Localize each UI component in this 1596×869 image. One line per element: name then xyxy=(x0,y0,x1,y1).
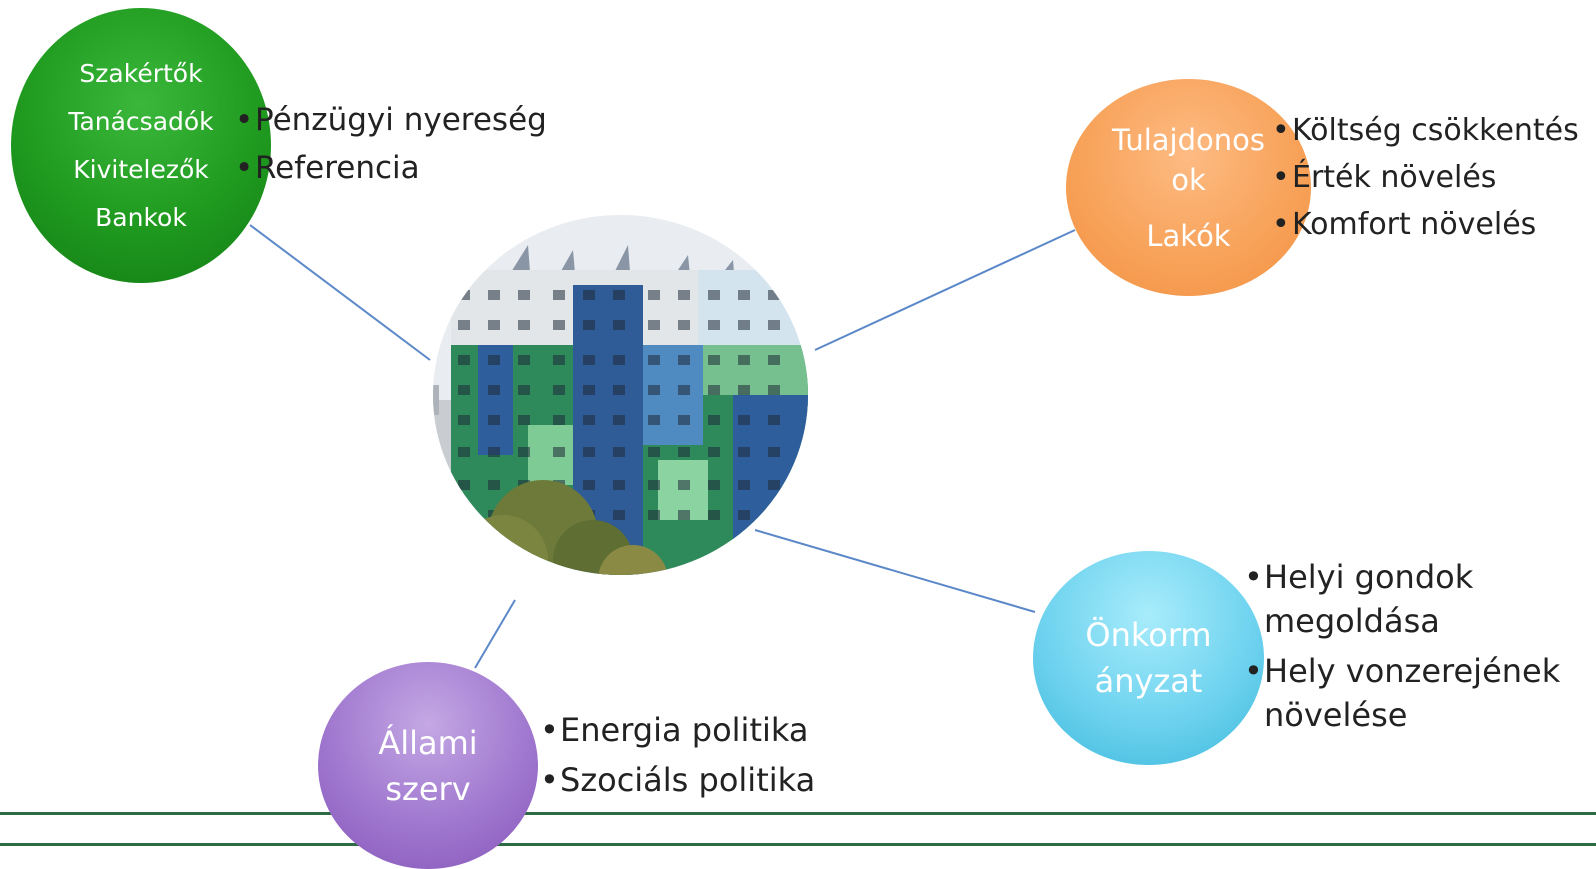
connector-experts xyxy=(249,224,431,361)
bubble-owners-line-2: ok xyxy=(1171,162,1206,197)
experts-bullet-list: Pénzügyi nyereség Referencia xyxy=(233,96,547,192)
owners-bullet-1: Költség csökkentés xyxy=(1270,107,1579,154)
bubble-experts-line-2: Tanácsadók xyxy=(68,106,214,136)
connector-state xyxy=(474,599,516,669)
bubble-experts-line-4: Bankok xyxy=(95,202,187,232)
bubble-municipality-line-2: ányzat xyxy=(1094,662,1203,700)
municipality-bullet-list: Helyi gondok megoldása Hely vonzerejének… xyxy=(1242,555,1594,743)
apartment-building-photo xyxy=(433,215,808,575)
building-illustration xyxy=(433,215,808,575)
bubble-state: Állami szerv xyxy=(318,662,538,869)
connector-municipality xyxy=(754,529,1036,613)
connector-owners xyxy=(814,229,1076,351)
divider-line-bottom xyxy=(0,843,1596,846)
experts-bullet-2: Referencia xyxy=(233,144,547,192)
bubble-owners-line-1: Tulajdonos xyxy=(1112,122,1265,157)
bubble-state-line-2: szerv xyxy=(385,769,471,808)
state-bullet-2: Szociáls politika xyxy=(538,755,815,805)
bubble-state-line-1: Állami xyxy=(378,723,478,762)
bubble-municipality-line-1: Önkorm xyxy=(1085,616,1212,654)
owners-bullet-list: Költség csökkentés Érték növelés Komfort… xyxy=(1270,107,1579,248)
divider-line-top xyxy=(0,812,1596,815)
experts-bullet-1: Pénzügyi nyereség xyxy=(233,96,547,144)
bubble-experts-line-1: Szakértők xyxy=(79,58,203,88)
bubble-experts: Szakértők Tanácsadók Kivitelezők Bankok xyxy=(11,8,271,283)
owners-bullet-3: Komfort növelés xyxy=(1270,201,1579,248)
owners-bullet-2: Érték növelés xyxy=(1270,154,1579,201)
state-bullet-1: Energia politika xyxy=(538,705,815,755)
municipality-bullet-2: Hely vonzerejének növelése xyxy=(1242,649,1594,737)
bubble-municipality: Önkorm ányzat xyxy=(1033,551,1264,765)
bubble-owners-line-3: Lakók xyxy=(1146,218,1231,253)
state-bullet-list: Energia politika Szociáls politika xyxy=(538,705,815,805)
bubble-experts-line-3: Kivitelezők xyxy=(73,154,209,184)
municipality-bullet-1: Helyi gondok megoldása xyxy=(1242,555,1594,643)
